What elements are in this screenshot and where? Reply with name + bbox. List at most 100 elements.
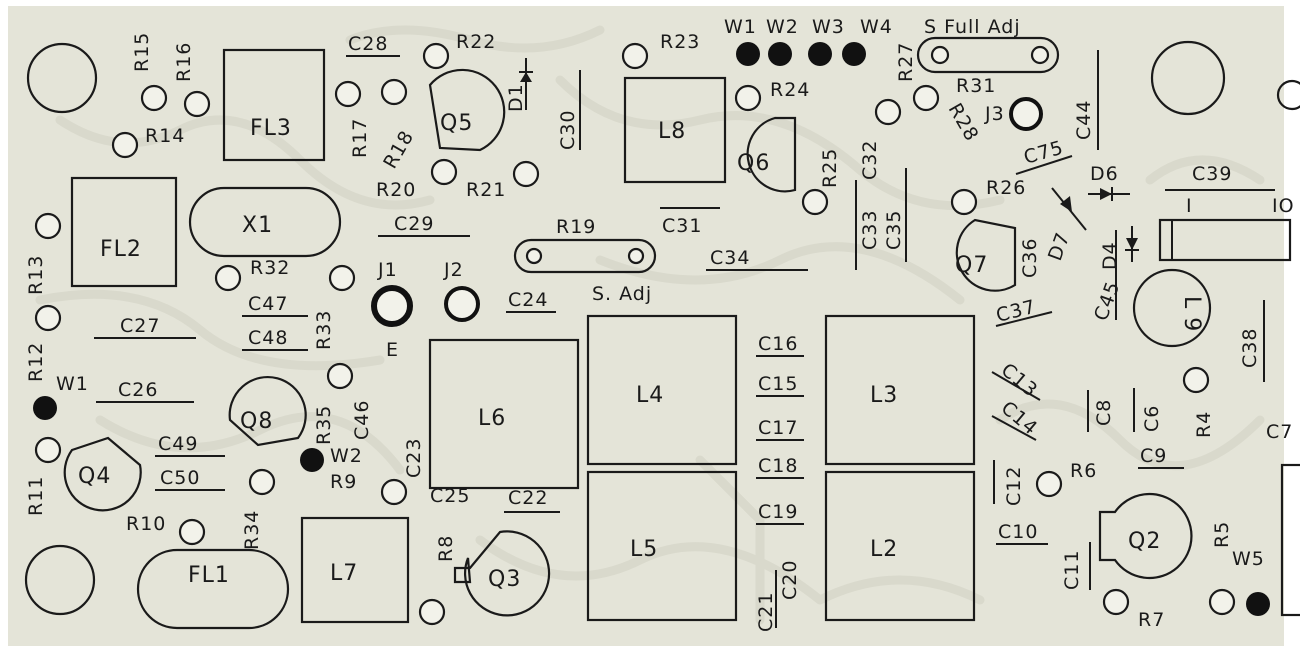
capacitor-c15[interactable]: C15 bbox=[756, 373, 804, 397]
capacitor-c9[interactable]: C9 bbox=[1138, 445, 1184, 469]
wire-point-w2[interactable]: W2 bbox=[300, 445, 363, 472]
capacitor-c29[interactable]: C29 bbox=[378, 213, 470, 237]
resistor-r24[interactable]: R24 bbox=[734, 79, 810, 112]
wire-point-w5[interactable]: W5 bbox=[1232, 548, 1270, 616]
capacitor-c34[interactable]: C34 bbox=[706, 247, 808, 271]
jumper-w4[interactable]: W4 bbox=[842, 16, 893, 66]
resistor-r23[interactable]: R23 bbox=[621, 31, 700, 70]
capacitor-c20[interactable]: C20 bbox=[779, 560, 801, 600]
resistor-r5[interactable]: R5 bbox=[1208, 521, 1236, 616]
capacitor-c49[interactable]: C49 bbox=[155, 433, 225, 457]
resistor-r21[interactable]: R21 bbox=[466, 160, 540, 201]
capacitor-c28[interactable]: C28 bbox=[346, 33, 400, 57]
filter-fl2-label: FL2 bbox=[100, 237, 142, 262]
capacitor-c21[interactable]: C21 bbox=[755, 570, 777, 632]
capacitor-c26[interactable]: C26 bbox=[96, 379, 194, 403]
resistor-r13-label: R13 bbox=[25, 255, 47, 295]
capacitor-c23-label: C23 bbox=[403, 438, 425, 478]
resistor-r25[interactable]: R25 bbox=[801, 148, 841, 216]
capacitor-c19-label: C19 bbox=[758, 501, 798, 523]
resistor-r34[interactable]: R34 bbox=[241, 468, 276, 550]
capacitor-c23[interactable]: C23 bbox=[403, 438, 425, 478]
resistor-r32[interactable]: R32 bbox=[214, 257, 290, 292]
connector-c39-pin10: IO bbox=[1272, 195, 1295, 217]
jumper-w3[interactable]: W3 bbox=[808, 16, 845, 66]
test-point-j2[interactable]: J2 bbox=[443, 259, 480, 322]
jumper-w1[interactable]: W1 bbox=[724, 16, 760, 66]
capacitor-c44[interactable]: C44 bbox=[1073, 50, 1099, 150]
capacitor-c10[interactable]: C10 bbox=[996, 521, 1048, 545]
capacitor-c32[interactable]: C32 bbox=[859, 140, 881, 180]
capacitor-c16[interactable]: C16 bbox=[756, 333, 804, 357]
capacitor-c50[interactable]: C50 bbox=[155, 467, 225, 491]
capacitor-c46-label: C46 bbox=[351, 400, 373, 440]
resistor-r27[interactable]: R27 bbox=[874, 42, 917, 126]
resistor-r25-label: R25 bbox=[819, 148, 841, 188]
capacitor-c50-label: C50 bbox=[160, 467, 200, 489]
capacitor-c46[interactable]: C46 bbox=[351, 400, 373, 440]
capacitor-c36-label: C36 bbox=[1019, 238, 1041, 278]
capacitor-c36[interactable]: C36 bbox=[1019, 238, 1041, 278]
resistor-r12[interactable]: R12 bbox=[25, 304, 62, 382]
transistor-q8: Q8 bbox=[228, 376, 307, 447]
resistor-r17[interactable]: R17 bbox=[334, 80, 371, 158]
capacitor-c18[interactable]: C18 bbox=[756, 455, 804, 479]
inductor-l4-label: L4 bbox=[636, 383, 664, 408]
capacitor-c11[interactable]: C11 bbox=[1061, 542, 1091, 590]
capacitor-c30[interactable]: C30 bbox=[557, 70, 581, 150]
resistor-r11[interactable]: R11 bbox=[25, 436, 62, 516]
capacitor-c25[interactable]: C25 bbox=[430, 485, 470, 507]
resistor-r35[interactable]: R35 bbox=[313, 362, 354, 445]
resistor-r19[interactable]: R19 S. Adj bbox=[513, 216, 657, 305]
capacitor-c47[interactable]: C47 bbox=[242, 293, 308, 317]
capacitor-c19[interactable]: C19 bbox=[756, 501, 804, 525]
resistor-r10[interactable]: R10 bbox=[126, 513, 206, 546]
capacitor-c27[interactable]: C27 bbox=[94, 315, 196, 339]
resistor-r9[interactable]: R9 bbox=[330, 471, 408, 506]
capacitor-c35[interactable]: C35 bbox=[883, 168, 907, 262]
resistor-r15[interactable]: R15 bbox=[131, 32, 168, 112]
s-full-adj-header[interactable]: S Full Adj bbox=[916, 16, 1060, 74]
capacitor-c24[interactable]: C24 bbox=[506, 289, 556, 313]
jumper-w2[interactable]: W2 bbox=[766, 16, 799, 66]
capacitor-c12[interactable]: C12 bbox=[993, 460, 1025, 506]
wire-point-w5-label: W5 bbox=[1232, 548, 1265, 570]
capacitor-c16-label: C16 bbox=[758, 333, 798, 355]
capacitor-c33[interactable]: C33 bbox=[855, 180, 881, 270]
resistor-r8[interactable]: R8 bbox=[418, 535, 457, 626]
capacitor-c22[interactable]: C22 bbox=[504, 487, 560, 513]
test-point-j2-label: J2 bbox=[443, 259, 464, 281]
wire-point-w1[interactable]: W1 bbox=[33, 373, 89, 420]
resistor-r4[interactable]: R4 bbox=[1182, 366, 1215, 438]
resistor-r27-label: R27 bbox=[895, 42, 917, 82]
resistor-r20[interactable]: R20 bbox=[376, 158, 458, 201]
capacitor-c38[interactable]: C38 bbox=[1239, 300, 1265, 382]
capacitor-c12-label: C12 bbox=[1003, 466, 1025, 506]
resistor-r14[interactable]: R14 bbox=[111, 125, 185, 159]
transistor-q3: Q3 bbox=[453, 530, 551, 617]
resistor-r22[interactable]: R22 bbox=[422, 31, 496, 70]
capacitor-c8[interactable]: C8 bbox=[1087, 390, 1115, 432]
resistor-r16[interactable]: R16 bbox=[173, 42, 211, 118]
resistor-r7-label: R7 bbox=[1138, 609, 1165, 631]
capacitor-c31[interactable]: C31 bbox=[660, 207, 720, 237]
capacitor-c17[interactable]: C17 bbox=[756, 417, 804, 441]
board-substrate bbox=[8, 6, 1284, 646]
test-point-j1[interactable]: J1 E bbox=[371, 259, 413, 361]
resistor-r33[interactable]: R33 bbox=[313, 264, 356, 350]
capacitor-c48[interactable]: C48 bbox=[242, 327, 308, 351]
resistor-r13[interactable]: R13 bbox=[25, 212, 62, 295]
resistor-r26[interactable]: R26 bbox=[950, 177, 1026, 216]
test-point-j3[interactable]: J3 bbox=[984, 97, 1043, 131]
diode-d4-label: D4 bbox=[1099, 241, 1121, 270]
capacitor-c6[interactable]: C6 bbox=[1133, 388, 1163, 432]
resistor-r7[interactable]: R7 bbox=[1102, 588, 1165, 631]
resistor-r6[interactable]: R6 bbox=[1035, 460, 1097, 498]
resistor-r31-label: R31 bbox=[956, 75, 996, 97]
capacitor-c7-label: C7 bbox=[1266, 421, 1293, 443]
wire-point-w2-label: W2 bbox=[330, 445, 363, 467]
component-c7-edge: C7 bbox=[1266, 421, 1300, 617]
resistor-r31[interactable]: R31 bbox=[956, 75, 996, 97]
inductor-l8-label: L8 bbox=[658, 119, 686, 144]
